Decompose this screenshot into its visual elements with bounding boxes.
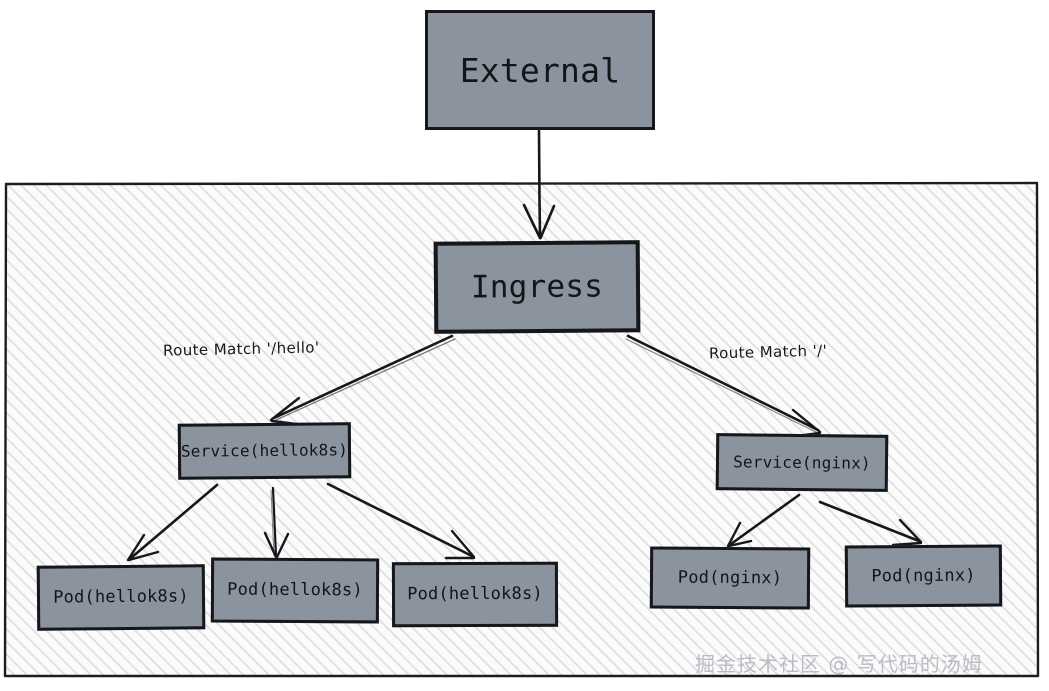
node-pod-nginx-1[interactable]: Pod(nginx) bbox=[649, 546, 811, 610]
node-service-hellok8s-label: Service(hellok8s) bbox=[180, 440, 349, 461]
edge-service-nginx-to-pod-1 bbox=[726, 493, 801, 548]
edge-service-hellok8s-to-pod-3 bbox=[326, 482, 476, 560]
watermark: 掘金技术社区 @ 写代码的汤姆 bbox=[695, 652, 983, 676]
node-ingress[interactable]: Ingress bbox=[433, 240, 641, 334]
node-ingress-label: Ingress bbox=[470, 267, 604, 306]
node-pod-nginx-2-label: Pod(nginx) bbox=[871, 565, 976, 586]
node-pod-nginx-1-label: Pod(nginx) bbox=[677, 567, 783, 588]
node-external-label: External bbox=[459, 50, 621, 90]
edge-label-route-match-hello: Route Match '/hello' bbox=[162, 338, 320, 360]
node-service-hellok8s[interactable]: Service(hellok8s) bbox=[177, 422, 352, 480]
edge-external-to-ingress bbox=[522, 129, 556, 240]
node-pod-hellok8s-2-label: Pod(hellok8s) bbox=[227, 579, 363, 601]
node-pod-hellok8s-3-label: Pod(hellok8s) bbox=[407, 583, 543, 605]
node-pod-hellok8s-1-label: Pod(hellok8s) bbox=[53, 586, 189, 608]
node-external[interactable]: External bbox=[425, 10, 655, 130]
node-pod-hellok8s-3[interactable]: Pod(hellok8s) bbox=[391, 561, 559, 628]
node-pod-hellok8s-1[interactable]: Pod(hellok8s) bbox=[36, 564, 206, 631]
edge-service-hellok8s-to-pod-2 bbox=[263, 486, 290, 559]
node-service-nginx[interactable]: Service(nginx) bbox=[715, 433, 889, 492]
node-pod-hellok8s-2[interactable]: Pod(hellok8s) bbox=[210, 557, 380, 624]
edge-label-route-match-root: Route Match '/' bbox=[708, 341, 828, 363]
node-pod-nginx-2[interactable]: Pod(nginx) bbox=[844, 544, 1003, 608]
edge-service-hellok8s-to-pod-1 bbox=[126, 483, 219, 562]
node-service-nginx-label: Service(nginx) bbox=[733, 451, 871, 473]
